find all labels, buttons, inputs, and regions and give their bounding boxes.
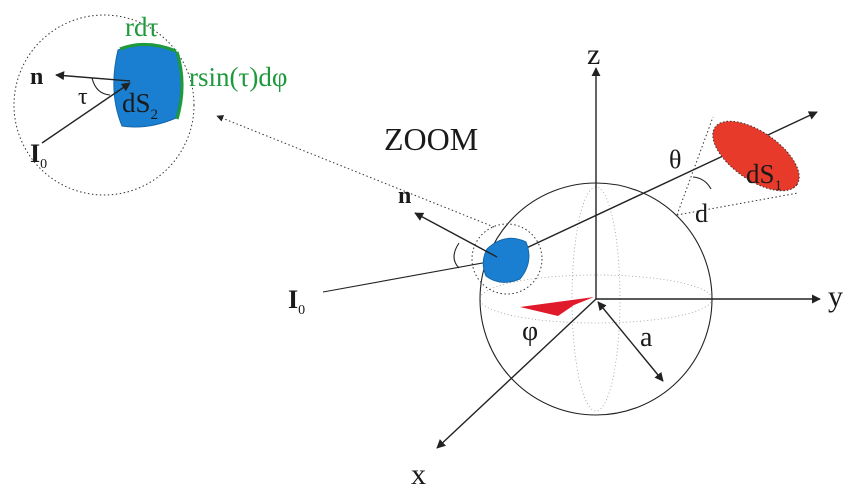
- axis-x: [436, 298, 597, 449]
- label-a: a: [640, 322, 653, 353]
- label-axis-z: z: [587, 38, 600, 71]
- main-blue-patch: [482, 237, 530, 283]
- label-n-zoom: n: [30, 64, 43, 90]
- zoom-tau-arc: [91, 77, 111, 96]
- cone-edge-upper: [676, 116, 714, 216]
- label-n-main: n: [398, 183, 411, 209]
- main-zoom-circle: [471, 223, 543, 295]
- label-axis-y: y: [828, 280, 843, 313]
- label-I0-zoom: I0: [30, 139, 47, 172]
- label-axis-x: x: [411, 458, 426, 491]
- arc-rsin: [175, 51, 184, 120]
- cone-edge-lower: [676, 192, 799, 216]
- label-d: d: [695, 199, 708, 228]
- label-phi: φ: [522, 316, 538, 347]
- red-patch-dS1: [712, 120, 800, 192]
- zoom-inset-circle: [13, 14, 195, 196]
- radius-a-arrow: [597, 301, 664, 382]
- zoom-normal-arrow: [55, 71, 131, 82]
- theta-arc: [692, 176, 712, 190]
- main-incidence-arc: [453, 242, 460, 269]
- zoom-link-line: [216, 115, 495, 228]
- label-dS1: dS1: [746, 159, 782, 194]
- label-rsin-tau-dphi: rsin(τ)dφ: [189, 62, 287, 92]
- incident-ray: [322, 257, 511, 293]
- zoom-inset: n τ I0 dS2 rdτ rsin(τ)dφ: [13, 12, 287, 196]
- main-sphere-group: [322, 67, 821, 449]
- main-normal-arrow: [414, 212, 498, 258]
- zoom-incident-arrow: [41, 82, 131, 144]
- label-theta: θ: [669, 145, 681, 174]
- label-zoom: ZOOM: [384, 121, 478, 157]
- label-dS2: dS2: [122, 88, 158, 123]
- label-rdtau: rdτ: [125, 12, 158, 42]
- label-tau: τ: [78, 84, 88, 110]
- arc-rdtau: [119, 42, 177, 53]
- phi-marker: [520, 297, 594, 316]
- label-I0-main: I0: [288, 285, 305, 318]
